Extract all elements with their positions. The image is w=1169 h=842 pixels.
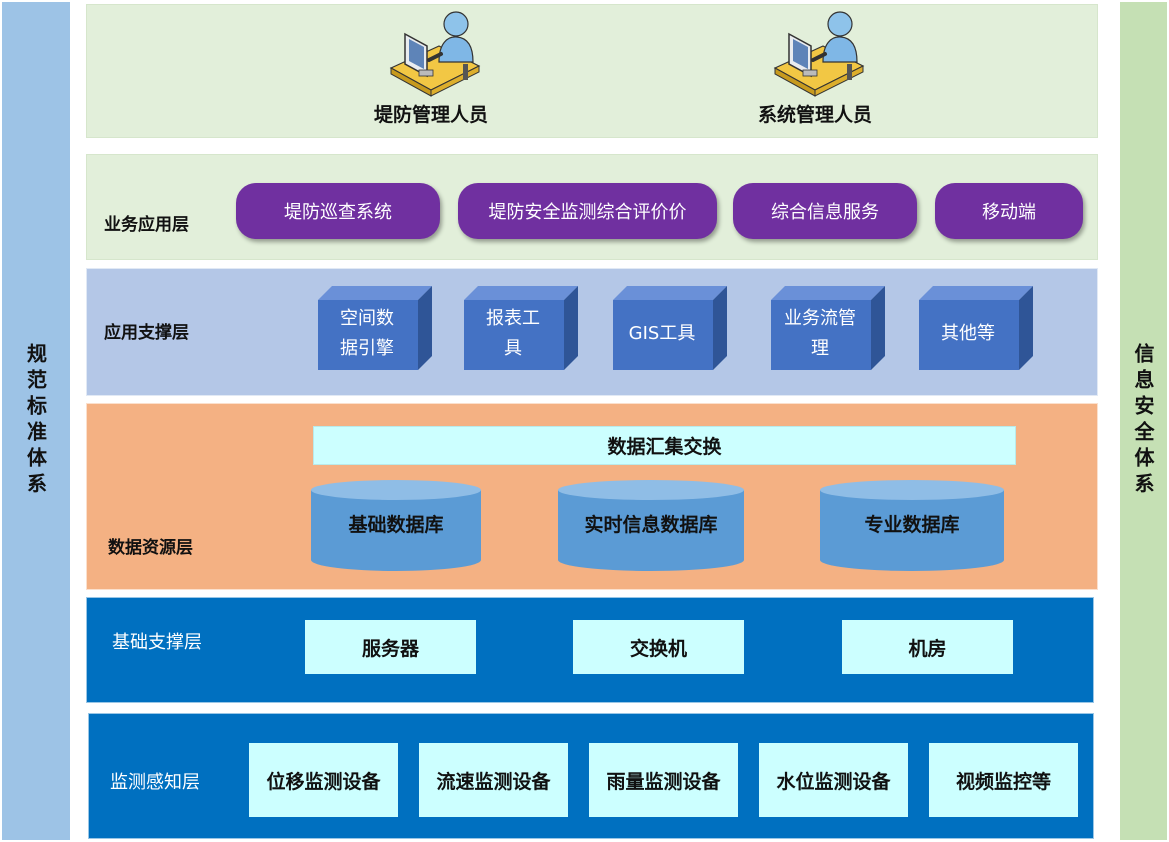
- cube-shape: [464, 286, 578, 370]
- rainfall-monitor-box[interactable]: 雨量监测设备: [589, 743, 738, 817]
- database-label: 基础数据库: [348, 514, 444, 536]
- database-cylinder: [311, 480, 481, 571]
- report-tools-cube[interactable]: 报表工具: [462, 284, 578, 370]
- video-monitor-box[interactable]: 视频监控等: [929, 743, 1078, 817]
- security-system-pillar: 信息安全体系: [1120, 2, 1167, 840]
- user-name-label: 系统管理人员: [757, 104, 872, 126]
- cube-label: 报表工具: [486, 308, 540, 359]
- business-layer-label: 业务应用层: [104, 215, 189, 235]
- switch-box[interactable]: 交换机: [573, 620, 744, 674]
- gis-tools-cube[interactable]: GIS工具: [611, 284, 727, 370]
- database-cylinder: [558, 480, 744, 571]
- cube-shape: [771, 286, 885, 370]
- database-label: 专业数据库: [864, 514, 960, 536]
- cube-label: GIS工具: [628, 323, 696, 344]
- professional-database[interactable]: 专业数据库: [820, 480, 1004, 572]
- realtime-database[interactable]: 实时信息数据库: [558, 480, 744, 572]
- cube-label: 业务流管理: [784, 308, 856, 359]
- cube-shape: [919, 286, 1033, 370]
- cube-shape: [613, 286, 727, 370]
- data-layer-label: 数据资源层: [108, 538, 193, 558]
- info-service-button[interactable]: 综合信息服务: [733, 183, 917, 239]
- mobile-button[interactable]: 移动端: [935, 183, 1083, 239]
- server-box[interactable]: 服务器: [305, 620, 476, 674]
- user-name-label: 堤防管理人员: [373, 104, 488, 126]
- base-layer-label: 基础支撑层: [112, 632, 202, 653]
- flow-monitor-box[interactable]: 流速监测设备: [419, 743, 568, 817]
- sensing-layer-label: 监测感知层: [110, 772, 200, 793]
- security-system-label: 信息安全体系: [1131, 343, 1155, 499]
- spatial-data-engine-cube[interactable]: 空间数据引擎: [316, 284, 432, 370]
- user-system-manager: 系统管理人员: [740, 6, 890, 136]
- person-at-computer-icon: [389, 11, 481, 97]
- database-label: 实时信息数据库: [584, 514, 718, 536]
- user-dike-manager: 堤防管理人员: [356, 6, 506, 136]
- others-cube[interactable]: 其他等: [917, 284, 1033, 370]
- basic-database[interactable]: 基础数据库: [311, 480, 481, 572]
- displacement-monitor-box[interactable]: 位移监测设备: [249, 743, 398, 817]
- data-exchange-bar[interactable]: 数据汇集交换: [313, 426, 1016, 465]
- app-support-layer-label: 应用支撑层: [104, 323, 189, 343]
- users-band: [86, 4, 1098, 138]
- water-level-monitor-box[interactable]: 水位监测设备: [759, 743, 908, 817]
- person-at-computer-icon: [773, 11, 865, 97]
- cube-shape: [318, 286, 432, 370]
- workflow-management-cube[interactable]: 业务流管理: [769, 284, 885, 370]
- database-cylinder: [820, 480, 1004, 571]
- standards-system-pillar: 规范标准体系: [2, 2, 70, 840]
- cube-label: 其他等: [941, 323, 995, 344]
- cube-label: 空间数据引擎: [340, 308, 394, 359]
- machine-room-box[interactable]: 机房: [842, 620, 1013, 674]
- safety-monitoring-evaluation-button[interactable]: 堤防安全监测综合评价价: [458, 183, 717, 239]
- standards-system-label: 规范标准体系: [23, 343, 48, 499]
- dike-inspection-system-button[interactable]: 堤防巡查系统: [236, 183, 440, 239]
